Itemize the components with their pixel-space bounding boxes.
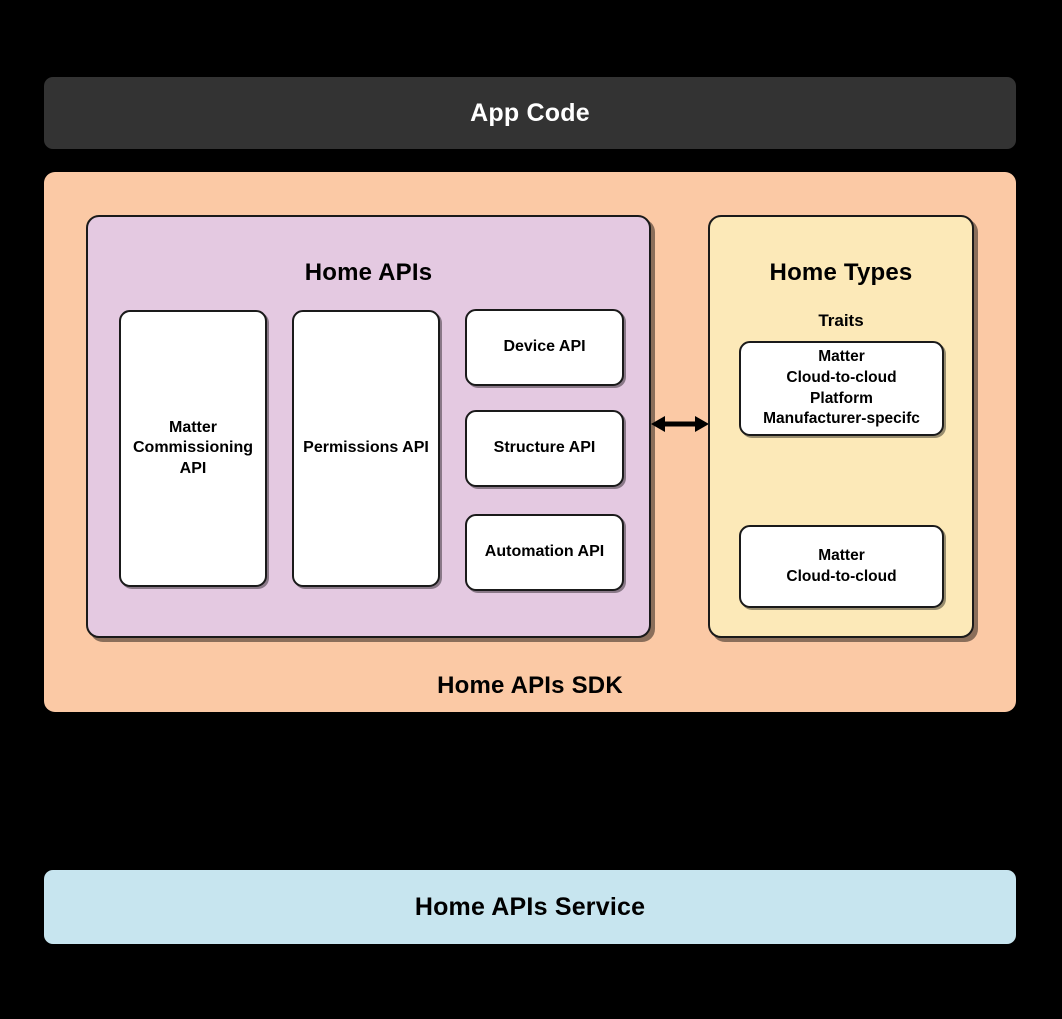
automation-api-label: Automation API <box>484 543 605 561</box>
home-types-title: Home Types <box>769 259 913 286</box>
home-apis-sdk-container: Home APIs Matter Commissioning API Permi… <box>44 172 1016 712</box>
device-types-card: Matter Cloud-to-cloud <box>739 525 944 608</box>
traits-line: Cloud-to-cloud <box>786 368 897 386</box>
card-line: Commissioning <box>132 439 253 457</box>
permissions-api-card: Permissions API <box>292 310 440 587</box>
card-line: Matter <box>168 419 217 437</box>
app-code-label: App Code <box>470 98 590 127</box>
matter-commissioning-api-label: Matter Commissioning API <box>121 418 265 479</box>
home-apis-service-label: Home APIs Service <box>414 892 646 921</box>
traits-list: Matter Cloud-to-cloud Platform Manufactu… <box>763 347 920 429</box>
traits-heading: Traits <box>818 311 864 330</box>
bidirectional-arrow-icon <box>651 410 709 438</box>
traits-line: Manufacturer-specifc <box>763 410 920 428</box>
traits-line: Platform <box>810 389 873 407</box>
home-apis-panel: Home APIs Matter Commissioning API Permi… <box>86 215 651 638</box>
permissions-api-label: Permissions API <box>303 439 429 457</box>
matter-commissioning-api-card: Matter Commissioning API <box>119 310 267 587</box>
structure-api-card: Structure API <box>465 410 624 487</box>
device-api-card: Device API <box>465 309 624 386</box>
device-types-line: Cloud-to-cloud <box>786 567 897 585</box>
home-apis-sdk-caption: Home APIs SDK <box>437 672 623 699</box>
device-types-list: Matter Cloud-to-cloud <box>786 546 896 587</box>
device-types-line: Matter <box>818 546 865 564</box>
traits-card: Matter Cloud-to-cloud Platform Manufactu… <box>739 341 944 436</box>
home-apis-title: Home APIs <box>304 259 433 286</box>
app-code-bar: App Code <box>44 77 1016 149</box>
automation-api-card: Automation API <box>465 514 624 591</box>
device-api-label: Device API <box>503 338 586 356</box>
home-apis-service-bar: Home APIs Service <box>44 870 1016 944</box>
home-types-panel: Home Types Traits Matter Cloud-to-cloud … <box>708 215 974 638</box>
card-line: API <box>179 459 207 477</box>
traits-line: Matter <box>818 348 865 366</box>
structure-api-label: Structure API <box>493 439 596 457</box>
